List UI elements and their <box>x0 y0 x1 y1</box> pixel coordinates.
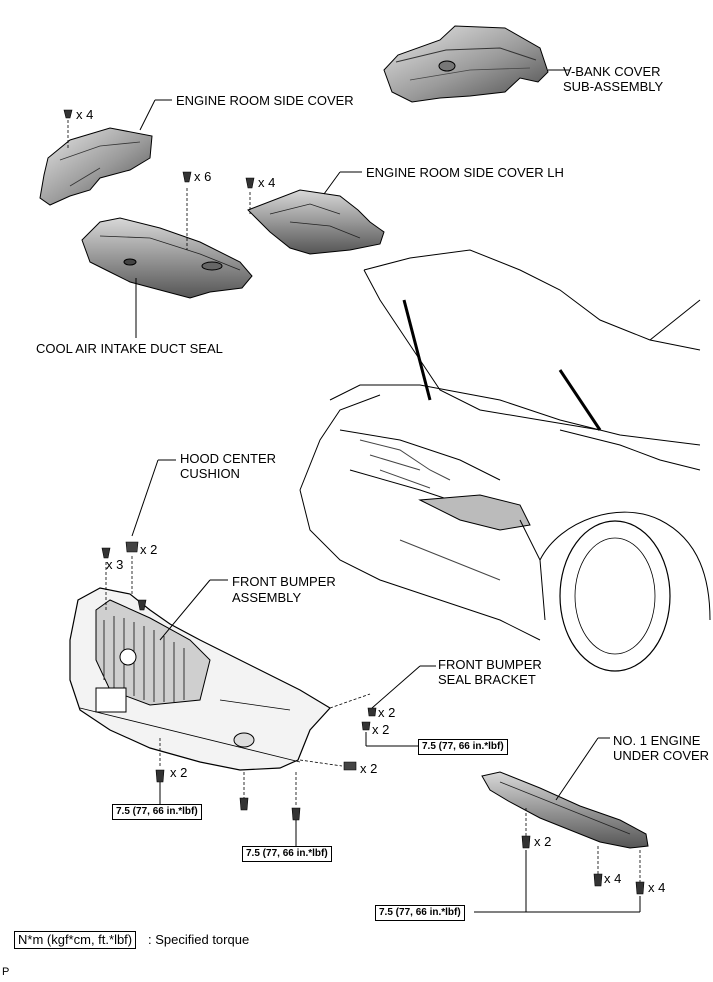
qty-under-cover-a: x 4 <box>604 871 622 886</box>
label-engine-room-side-cover: ENGINE ROOM SIDE COVER <box>176 93 354 108</box>
footer-code: P <box>2 966 10 978</box>
qty-under-cover: x 2 <box>534 834 552 849</box>
qty-bumper-top: x 3 <box>106 557 124 572</box>
label-engine-room-side-cover-lh: ENGINE ROOM SIDE COVER LH <box>366 165 564 180</box>
front-bumper-assembly-part <box>69 547 371 771</box>
qty-side-cover: x 4 <box>76 107 94 122</box>
qty-duct-seal: x 6 <box>194 169 212 184</box>
front-bumper-seal-bracket-part <box>361 665 436 747</box>
torque-bracket: 7.5 (77, 66 in.*lbf) <box>418 739 508 755</box>
label-v-bank-cover-line2: SUB-ASSEMBLY <box>563 79 664 94</box>
qty-hood-cushion: x 2 <box>140 542 158 557</box>
torque-under-cover: 7.5 (77, 66 in.*lbf) <box>375 905 465 921</box>
label-cool-air-intake-duct-seal: COOL AIR INTAKE DUCT SEAL <box>36 341 223 356</box>
legend-description: : Specified torque <box>148 932 250 947</box>
label-no1-engine-under-cover: NO. 1 ENGINE <box>613 733 701 748</box>
label-front-bumper-seal-bracket: FRONT BUMPER <box>438 657 542 672</box>
qty-bumper-side: x 2 <box>360 761 378 776</box>
qty-bumper-bottom: x 2 <box>170 765 188 780</box>
engine-room-side-cover-part <box>39 99 172 206</box>
torque-bumper-left: 7.5 (77, 66 in.*lbf) <box>112 804 202 820</box>
vehicle-front-outline <box>299 249 711 672</box>
v-bank-cover-part <box>383 25 570 103</box>
bumper-fasteners <box>155 738 357 846</box>
label-front-bumper-assembly-line2: ASSEMBLY <box>232 590 302 605</box>
hood-center-cushion-part <box>125 459 176 602</box>
cool-air-intake-duct-seal-part <box>81 171 253 338</box>
torque-bumper-center: 7.5 (77, 66 in.*lbf) <box>242 846 332 862</box>
qty-under-cover-b: x 4 <box>648 880 666 895</box>
qty-side-cover-lh: x 4 <box>258 175 276 190</box>
no1-engine-under-cover-part <box>474 737 649 913</box>
legend-torque-unit: N*m (kgf*cm, ft.*lbf) <box>14 931 137 949</box>
label-front-bumper-assembly: FRONT BUMPER <box>232 574 336 589</box>
qty-bracket-b: x 2 <box>372 722 390 737</box>
label-v-bank-cover: V-BANK COVER <box>563 64 661 79</box>
label-front-bumper-seal-bracket-line2: SEAL BRACKET <box>438 672 536 687</box>
qty-bracket-a: x 2 <box>378 705 396 720</box>
label-hood-center-cushion: HOOD CENTER <box>180 451 277 466</box>
label-no1-engine-under-cover-line2: UNDER COVER <box>613 748 710 763</box>
engine-room-side-cover-lh-part <box>245 171 385 255</box>
label-hood-center-cushion-line2: CUSHION <box>180 466 240 481</box>
